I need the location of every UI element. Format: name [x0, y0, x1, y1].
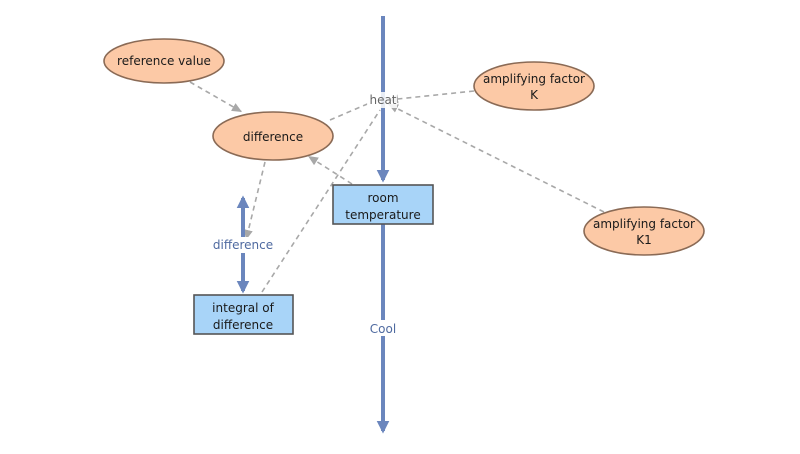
aux-amplifying-factor-k[interactable]: amplifying factor K: [473, 61, 595, 111]
aux-difference[interactable]: difference: [212, 111, 334, 161]
cool-label-bg: [368, 320, 398, 336]
amplifying-factor-k-ellipse[interactable]: [473, 61, 595, 111]
link-difference-to-heat: [329, 101, 373, 121]
difference-flow-label-bg: [205, 237, 281, 253]
heat-label-bg: [367, 92, 397, 108]
link-room-temperature-to-difference: [307, 155, 353, 185]
link-k1-to-heat: [387, 103, 605, 213]
stock-room-temperature[interactable]: room temperature: [332, 184, 434, 225]
heat-flow-label: heat: [369, 93, 396, 107]
cool-flow: Cool: [368, 224, 398, 434]
integral-of-difference-box[interactable]: [193, 294, 294, 335]
reference-value-ellipse[interactable]: [103, 38, 225, 84]
amplifying-factor-k1-ellipse[interactable]: [583, 206, 705, 256]
amplifying-factor-k-label-line2: K: [530, 88, 539, 102]
aux-amplifying-factor-k1[interactable]: amplifying factor K1: [583, 206, 705, 256]
difference-ellipse[interactable]: [212, 111, 334, 161]
link-k-to-heat: [387, 90, 475, 104]
influence-links: [189, 81, 605, 293]
room-temperature-label-line1: room: [367, 191, 398, 205]
room-temperature-box[interactable]: [332, 184, 434, 225]
difference-label: difference: [243, 130, 303, 144]
heat-valve: heat: [367, 92, 397, 108]
amplifying-factor-k-label-line1: amplifying factor: [483, 72, 585, 86]
amplifying-factor-k1-label-line1: amplifying factor: [593, 217, 695, 231]
stock-integral-of-difference[interactable]: integral of difference: [193, 294, 294, 335]
link-reference-to-difference: [189, 81, 243, 113]
link-integral-to-heat: [261, 109, 381, 293]
cool-flow-label: Cool: [370, 322, 396, 336]
aux-reference-value[interactable]: reference value: [103, 38, 225, 84]
integral-of-difference-label-line1: integral of: [212, 301, 274, 315]
difference-flow: difference: [205, 195, 281, 294]
integral-of-difference-label-line2: difference: [213, 318, 273, 332]
reference-value-label: reference value: [117, 54, 211, 68]
amplifying-factor-k1-label-line2: K1: [636, 233, 652, 247]
difference-flow-label: difference: [213, 238, 273, 252]
link-difference-to-difference-flow: [244, 161, 266, 241]
room-temperature-label-line2: temperature: [345, 208, 420, 222]
